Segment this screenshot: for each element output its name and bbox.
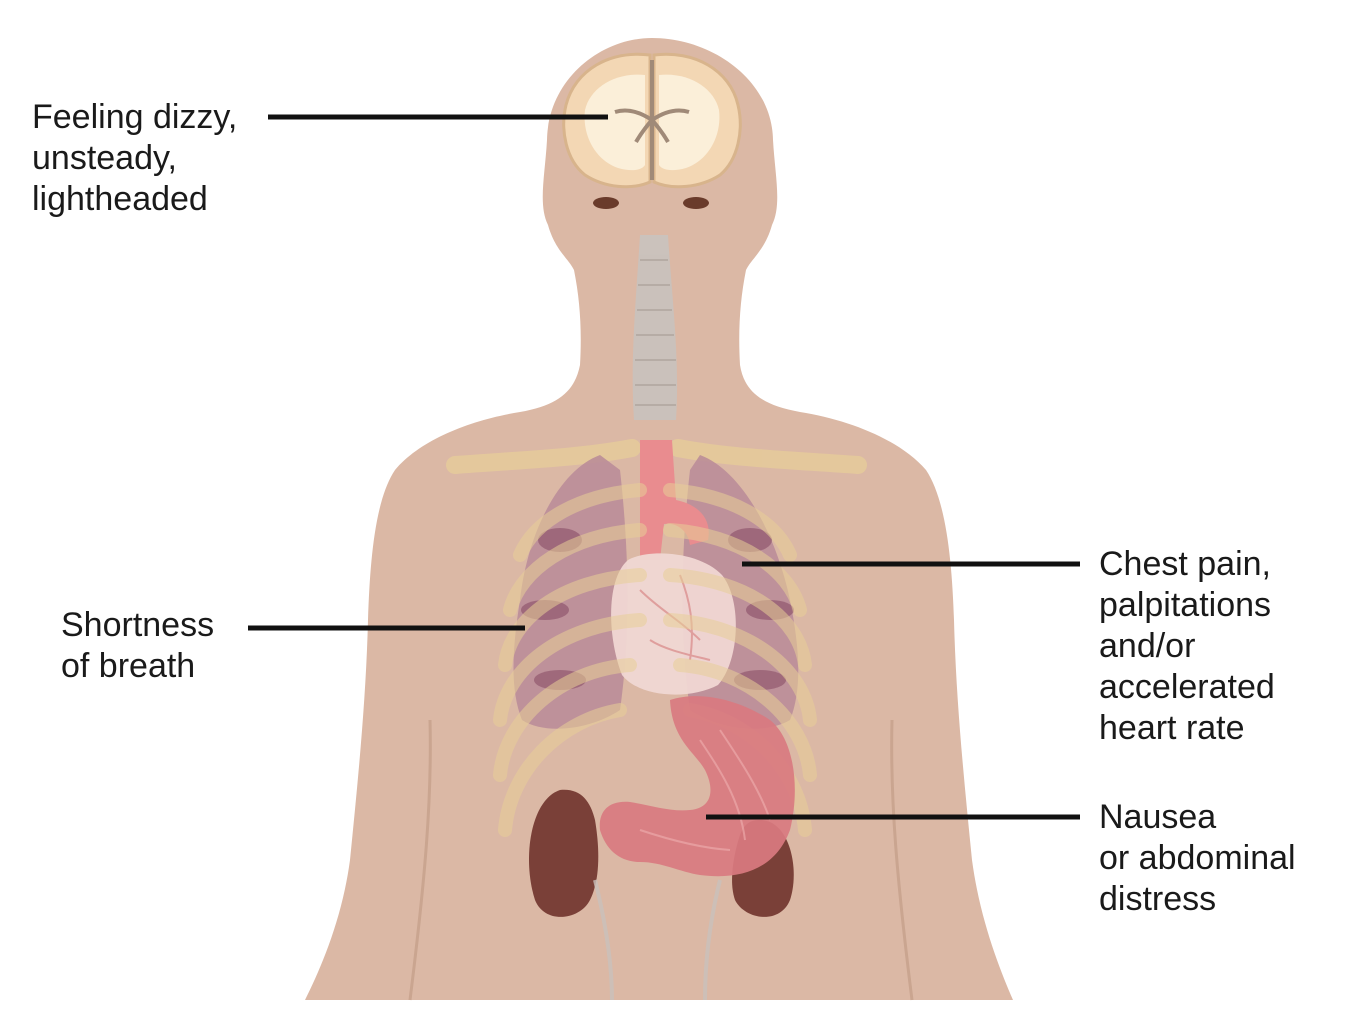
left-kidney <box>528 789 599 917</box>
brain-inner-right <box>659 74 720 171</box>
brain-ventricles <box>614 60 690 180</box>
annotation-chest-line-5: heart rate <box>1099 709 1245 747</box>
leader-lines <box>248 114 1080 820</box>
stomach-folds <box>639 729 771 851</box>
annotation-dizzy-line-2: unsteady, <box>32 139 177 177</box>
stomach <box>599 696 795 877</box>
annotation-chest-line-1: Chest pain, <box>1099 545 1271 583</box>
left-clavicle <box>446 439 641 474</box>
annotation-shortness-of-breath: Shortness of breath <box>61 605 214 687</box>
trachea-rings <box>635 259 676 406</box>
eyes <box>593 197 709 209</box>
right-eye <box>683 197 709 209</box>
annotation-dizzy-line-3: lightheaded <box>32 180 208 218</box>
annotation-nausea-line-3: distress <box>1099 880 1217 918</box>
annotation-chest-pain: Chest pain, palpitations and/or accelera… <box>1099 544 1275 749</box>
arm-crease-left <box>408 719 432 1001</box>
stomach-body <box>599 696 795 877</box>
annotation-chest-line-3: and/or <box>1099 627 1196 665</box>
annotation-nausea: Nausea or abdominal distress <box>1099 797 1296 920</box>
annotation-nausea-line-1: Nausea <box>1099 798 1217 836</box>
right-clavicle <box>669 439 867 474</box>
ureters <box>593 879 722 1001</box>
brain <box>562 52 742 189</box>
annotation-chest-line-2: palpitations <box>1099 586 1272 624</box>
left-eye <box>593 197 619 209</box>
annotation-dizzy: Feeling dizzy, unsteady, lightheaded <box>32 97 237 220</box>
annotation-dizzy-line-1: Feeling dizzy, <box>32 98 238 136</box>
clavicles <box>446 439 867 474</box>
annotation-breath-line-2: of breath <box>61 647 196 685</box>
annotation-breath-line-1: Shortness <box>61 606 215 644</box>
annotation-chest-line-4: accelerated <box>1099 668 1275 706</box>
brain-inner-left <box>584 74 645 171</box>
arm-crease-right <box>890 719 914 1001</box>
trachea-tube <box>632 235 678 420</box>
annotation-nausea-line-2: or abdominal <box>1099 839 1296 877</box>
trachea <box>632 235 678 420</box>
